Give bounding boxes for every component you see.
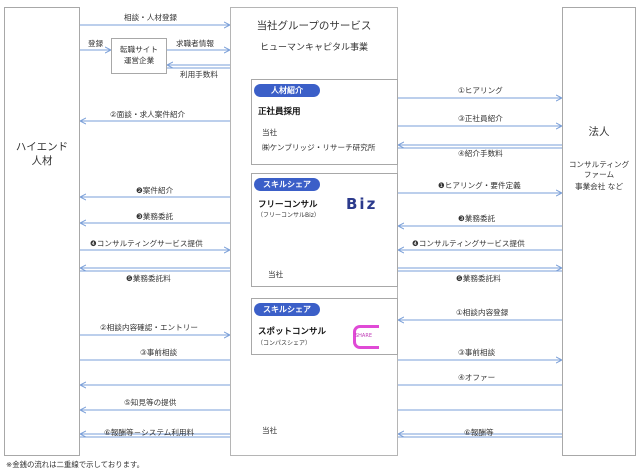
- high-end-talent-label-1: ハイエンド: [15, 141, 69, 153]
- section2-left-flow-2: ❸業務委託: [136, 212, 174, 221]
- section3-right-flow-2: ③事前相談: [458, 348, 496, 357]
- section3-left-flow-2: ③事前相談: [140, 348, 178, 357]
- footnote: ※金銭の流れは二重線で示しております。: [6, 460, 145, 469]
- section2-right-flow-1: ❶ヒアリング・要件定義: [438, 181, 521, 190]
- corporation-sub-2: ファーム: [583, 170, 615, 179]
- skillshare-pill-1: スキルシェア: [254, 178, 320, 191]
- section2-right-flow-2: ❸業務委託: [458, 214, 496, 223]
- section2-company: 当社: [268, 270, 284, 279]
- section2-left-flow-3: ❹コンサルティングサービス提供: [90, 239, 203, 248]
- job-seeker-info-label: 求職者情報: [176, 39, 214, 48]
- job-site-label-1: 転職サイト: [120, 45, 158, 54]
- job-site-operator-box: [111, 38, 167, 74]
- skillshare-pill-2: スキルシェア: [254, 303, 320, 316]
- section3-left-flow-3: ⑤知見等の提供: [124, 398, 177, 407]
- section3-right-flow-3: ④オファー: [458, 373, 496, 382]
- section1-right-flow-2: ③正社員紹介: [458, 114, 503, 123]
- section2-right-flow-4: ❺業務委託料: [456, 274, 501, 283]
- freelance-section-box: [251, 173, 398, 287]
- section1-right-flow-3: ④紹介手数料: [458, 149, 503, 158]
- corporation-sub-3: 事業会社 など: [575, 182, 623, 191]
- fulltime-hiring-title: 正社員採用: [258, 107, 301, 117]
- high-end-talent-label-2: 人材: [31, 155, 53, 167]
- high-end-talent-box: [4, 7, 80, 456]
- consult-register-label: 相談・人材登録: [124, 13, 178, 22]
- usage-fee-label: 利用手数料: [180, 70, 218, 79]
- corporation-sub-1: コンサルティング: [568, 160, 630, 169]
- group-subtitle: ヒューマンキャピタル事業: [259, 43, 368, 53]
- section2-left-flow-4: ❺業務委託料: [126, 274, 171, 283]
- section3-right-flow-1: ①相談内容登録: [456, 308, 509, 317]
- section1-right-flow-1: ①ヒアリング: [458, 86, 503, 95]
- section1-company-1: 当社: [262, 128, 278, 137]
- recruitment-pill: 人材紹介: [254, 84, 320, 97]
- job-site-label-2: 運営企業: [123, 56, 155, 65]
- register-label: 登録: [88, 39, 104, 48]
- compass-share-logo: [353, 325, 379, 349]
- freelance-consult-title: フリーコンサル: [258, 200, 318, 210]
- section3-company: 当社: [262, 426, 278, 435]
- group-title: 当社グループのサービス: [256, 20, 372, 32]
- corporation-title: 法人: [588, 126, 610, 138]
- corporation-box: [562, 7, 636, 456]
- section3-left-flow-4: ⑥報酬等－システム利用料: [104, 428, 195, 437]
- section3-left-flow-1: ②相談内容確認・エントリー: [100, 323, 198, 332]
- section2-right-flow-3: ❹コンサルティングサービス提供: [412, 239, 525, 248]
- spot-consult-title: スポットコンサル: [258, 327, 327, 337]
- section3-right-flow-4: ⑥報酬等: [464, 428, 494, 437]
- biz-logo: Biz: [346, 195, 378, 213]
- freelance-consult-subtitle: （フリーコンサルBiz）: [257, 212, 320, 219]
- section1-left-flow: ②面談・求人案件紹介: [110, 110, 186, 119]
- section1-company-2: ㈱ケンブリッジ・リサーチ研究所: [262, 143, 376, 152]
- compass-share-logo-text: SHARE: [355, 333, 372, 339]
- spot-consult-subtitle: （コンパスシェア）: [257, 340, 312, 347]
- section2-left-flow-1: ❷案件紹介: [136, 186, 174, 195]
